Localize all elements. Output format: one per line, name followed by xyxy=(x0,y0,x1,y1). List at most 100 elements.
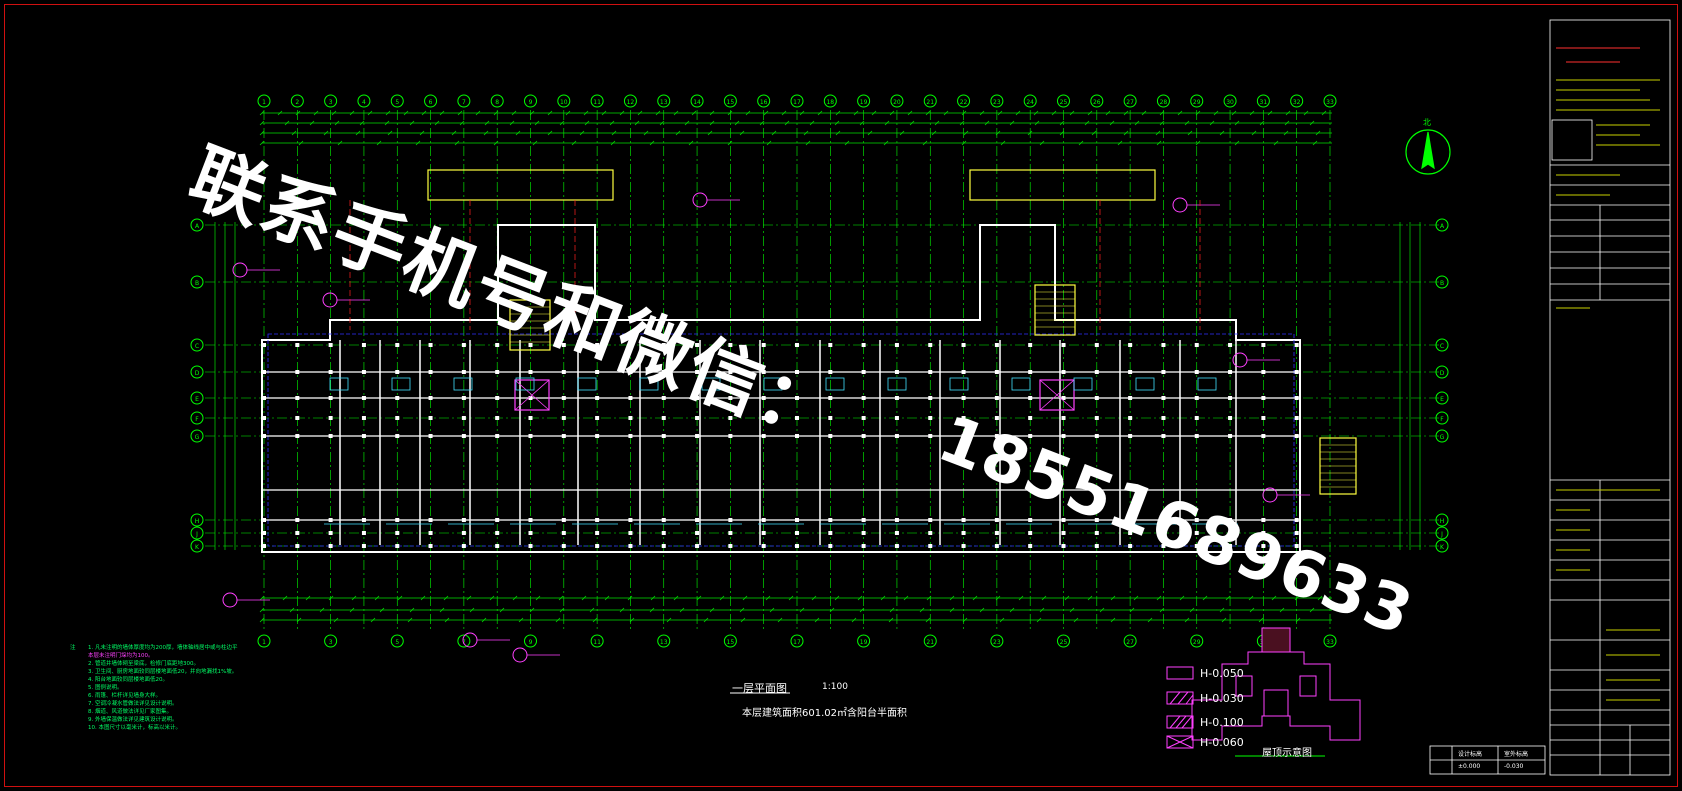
dim-tick xyxy=(333,617,339,623)
grid-bubble-bottom-23 xyxy=(990,634,1004,648)
dim-tick xyxy=(961,110,967,116)
grid-bubble-right-J xyxy=(1435,526,1449,540)
dim-tick xyxy=(466,595,472,601)
column xyxy=(661,396,666,400)
column xyxy=(1294,370,1299,374)
column xyxy=(728,343,733,347)
dim-tick xyxy=(675,130,681,136)
grid-bubble-top-17 xyxy=(790,94,804,108)
column xyxy=(1228,370,1233,374)
column xyxy=(461,544,466,548)
bath-fixture xyxy=(825,377,845,391)
grid-bubble-left-D xyxy=(190,365,204,379)
grid-bubble-top-24 xyxy=(1023,94,1037,108)
dim-tick xyxy=(889,110,895,116)
column xyxy=(495,544,500,548)
column xyxy=(1194,416,1199,420)
grid-label-right-E: E xyxy=(1440,396,1444,403)
note-3: 2. 管道井墙体砌至梁底，检修门底距地300。 xyxy=(88,661,199,667)
dim-tick xyxy=(403,110,409,116)
dim-tick xyxy=(370,617,376,623)
key-plan xyxy=(1191,627,1361,741)
grid-bubble-top-10 xyxy=(557,94,571,108)
column xyxy=(428,396,433,400)
column xyxy=(328,518,333,522)
column xyxy=(1194,518,1199,522)
grid-label-right-K: K xyxy=(1440,544,1445,551)
column xyxy=(361,544,366,548)
column xyxy=(495,518,500,522)
column xyxy=(461,531,466,535)
column xyxy=(295,343,300,347)
dim-tick xyxy=(961,140,967,146)
column xyxy=(262,518,266,522)
dim-tick xyxy=(766,140,772,146)
dim-tick xyxy=(565,110,571,116)
drawing-scale: 1:100 xyxy=(822,682,848,692)
grid-bubble-top-3 xyxy=(324,94,338,108)
grid-bubble-right-A xyxy=(1435,218,1449,232)
grid-label-top-3: 3 xyxy=(329,99,333,106)
grid-label-right-F: F xyxy=(1440,416,1444,423)
column xyxy=(495,434,500,438)
grid-label-top-6: 6 xyxy=(429,99,433,106)
dim-tick xyxy=(289,607,295,613)
grid-bubble-top-32 xyxy=(1290,94,1304,108)
column xyxy=(428,343,433,347)
dim-tick xyxy=(439,607,445,613)
grid-label-bottom-23: 23 xyxy=(993,639,1001,646)
column xyxy=(728,531,733,535)
column xyxy=(1294,396,1299,400)
note-8: 7. 空调冷凝水管做法详见设计说明。 xyxy=(88,701,178,707)
column xyxy=(328,434,333,438)
grid-label-right-J: J xyxy=(1440,531,1443,538)
dim-tick xyxy=(684,120,690,126)
grid-bubble-bottom-5 xyxy=(390,634,404,648)
dim-tick xyxy=(313,110,319,116)
column xyxy=(961,416,966,420)
grid-label-top-12: 12 xyxy=(627,99,635,106)
grid-label-left-B: B xyxy=(195,280,199,287)
column xyxy=(1228,396,1233,400)
dim-tick xyxy=(509,120,515,126)
column xyxy=(595,531,600,535)
dim-tick xyxy=(1213,110,1219,116)
column xyxy=(994,434,999,438)
column xyxy=(961,434,966,438)
grid-label-bottom-29: 29 xyxy=(1193,639,1201,646)
column xyxy=(728,416,733,420)
grid-bubble-left-C xyxy=(190,338,204,352)
column xyxy=(1094,518,1099,522)
column xyxy=(1194,531,1199,535)
dim-tick xyxy=(534,120,540,126)
dim-tick xyxy=(1209,120,1215,126)
column xyxy=(295,396,300,400)
bath-fixture xyxy=(391,377,411,391)
dim-tick xyxy=(349,110,355,116)
dim-tick xyxy=(1015,110,1021,116)
dim-tick xyxy=(1087,595,1093,601)
dim-tick xyxy=(1147,617,1153,623)
column xyxy=(1194,370,1199,374)
dim-tick xyxy=(1069,607,1075,613)
dim-tick xyxy=(589,607,595,613)
column xyxy=(661,518,666,522)
grid-bubble-bottom-11 xyxy=(590,634,604,648)
column xyxy=(1261,370,1266,374)
grid-label-bottom-25: 25 xyxy=(1060,639,1068,646)
column xyxy=(761,434,766,438)
dim-tick xyxy=(489,595,495,601)
bath-fixture xyxy=(329,377,349,391)
column xyxy=(828,396,833,400)
dim-tick xyxy=(999,617,1005,623)
dim-tick xyxy=(1009,120,1015,126)
detail-callout-1 xyxy=(322,292,338,308)
column xyxy=(894,544,899,548)
elev-header-1: 设计标高 xyxy=(1458,751,1483,758)
dim-tick xyxy=(1309,120,1315,126)
north-label: 北 xyxy=(1423,118,1431,127)
column xyxy=(928,416,933,420)
column xyxy=(1161,531,1166,535)
column xyxy=(361,518,366,522)
dim-tick xyxy=(434,120,440,126)
